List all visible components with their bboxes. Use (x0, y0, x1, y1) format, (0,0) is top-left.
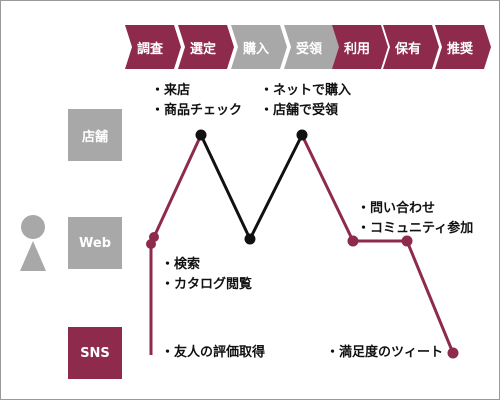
stage-receive: 受領 (295, 41, 322, 57)
note-line: ・友人の評価取得 (161, 345, 266, 360)
channel-web: Web (68, 217, 122, 269)
note-line: ・コミュニティ参加 (357, 221, 474, 236)
stage-chevron-purchase (231, 25, 287, 69)
note-line: ・ネットで購入 (260, 83, 352, 98)
channel-sns: SNS (68, 327, 122, 379)
note-sns-friend: ・友人の評価取得 (161, 343, 265, 363)
stage-chevron-select (178, 25, 234, 69)
note-line: ・問い合わせ (357, 201, 436, 216)
person-icon (20, 215, 46, 271)
touchpoint-web-search (149, 232, 159, 242)
stage-purchase: 購入 (242, 41, 269, 57)
note-line: ・来店 (151, 83, 191, 98)
stage-research: 調査 (136, 41, 163, 57)
stage-chevron-recommend (435, 25, 491, 69)
note-line: ・店舗で受領 (260, 103, 339, 118)
touchpoint-store-receive (296, 129, 308, 141)
touchpoint-sns-tweet (447, 347, 459, 359)
stage-own: 保有 (394, 41, 421, 57)
stage-chevron-own (383, 25, 439, 69)
note-line: ・満足度のツィート (326, 345, 444, 360)
journey-path-research (149, 134, 203, 355)
stage-chevron-receive (284, 25, 340, 69)
note-web-contact: ・問い合わせ ・コミュニティ参加 (357, 199, 473, 239)
channel-store: 店舗 (68, 109, 122, 161)
note-store-visit: ・来店 ・商品チェック (151, 81, 242, 121)
stage-use: 利用 (343, 41, 370, 57)
note-line: ・検索 (161, 257, 201, 272)
stage-chevron-use (332, 25, 388, 69)
stage-recommend: 推奨 (446, 41, 473, 57)
note-sns-tweet: ・満足度のツィート (326, 343, 443, 363)
note-web-search: ・検索 ・カタログ閲覧 (161, 255, 252, 295)
touchpoint-web-community (401, 235, 413, 247)
stage-chevron-research (125, 25, 181, 69)
touchpoint-web-purchase (244, 233, 256, 245)
journey-path-use (300, 134, 455, 354)
note-line: ・カタログ閲覧 (161, 277, 253, 292)
stage-select: 選定 (189, 41, 216, 57)
note-line: ・商品チェック (151, 103, 243, 118)
note-store-buy: ・ネットで購入 ・店舗で受領 (260, 81, 351, 121)
touchpoint-store-visit (195, 129, 207, 141)
journey-path-purchase (199, 134, 304, 241)
touchpoint-web-contact (347, 235, 359, 247)
